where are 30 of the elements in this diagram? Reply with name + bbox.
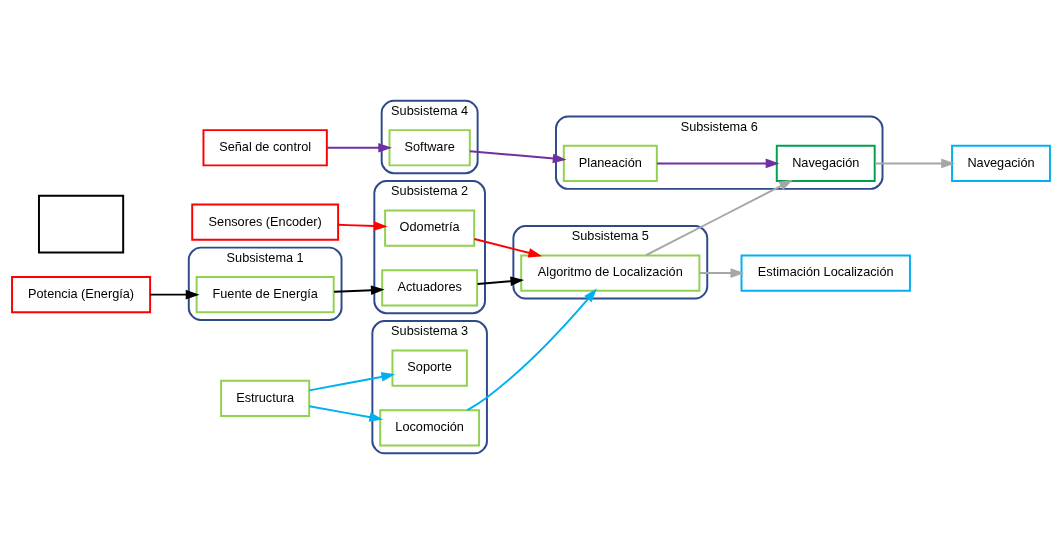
node-box: Potencia (Energía)	[11, 276, 152, 314]
arrow	[468, 150, 567, 164]
node-box: Navegación	[775, 144, 876, 182]
arrow	[473, 238, 543, 258]
node-box: Algoritmo de Localización	[520, 254, 701, 292]
arrow	[645, 179, 793, 257]
arrow	[149, 289, 200, 300]
node-box: Planeación	[562, 144, 658, 182]
arrow	[466, 288, 597, 412]
arrow	[333, 285, 385, 295]
node-box: Software	[388, 129, 471, 167]
node-box: Sensores (Encoder)	[191, 203, 340, 241]
node-box: Navegación	[951, 144, 1051, 182]
arrow	[698, 268, 745, 278]
node-box: Estructura	[220, 379, 311, 418]
arrow	[308, 372, 396, 392]
node-box: Odometría	[384, 209, 476, 247]
node-box: Actuadores	[381, 269, 479, 307]
arrow	[874, 158, 955, 169]
node-box: Señal de control	[202, 129, 328, 167]
node-box: Fuente de Energía	[195, 276, 335, 314]
node-box	[38, 194, 125, 254]
node-box: Estimación Localización	[740, 254, 911, 292]
arrow	[337, 221, 388, 231]
arrow	[308, 405, 384, 422]
arrow	[656, 158, 780, 169]
node-box: Soporte	[391, 349, 468, 387]
node-box: Locomoción	[379, 409, 481, 447]
arrow	[326, 142, 392, 153]
arrow	[476, 276, 525, 286]
